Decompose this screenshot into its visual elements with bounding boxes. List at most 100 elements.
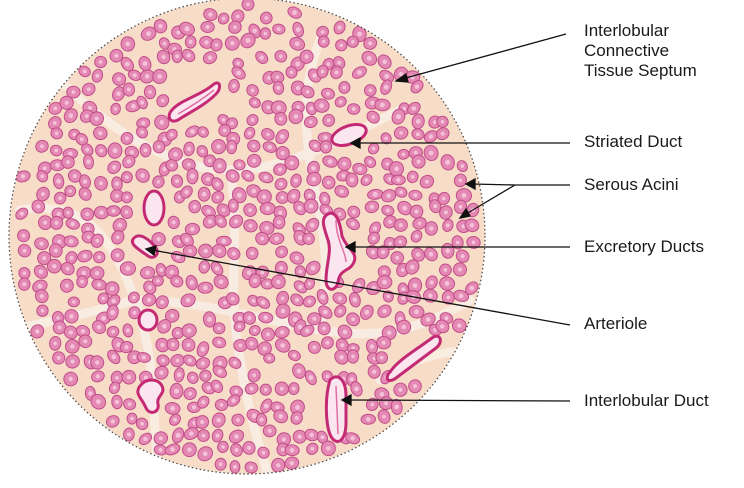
acinus-lumen	[323, 197, 327, 201]
acinus-lumen	[186, 298, 191, 303]
acinus-lumen	[115, 376, 119, 380]
acinus-lumen	[250, 251, 254, 255]
acinus-lumen	[231, 204, 235, 208]
acinus-lumen	[113, 148, 118, 153]
acinus-lumen	[366, 417, 371, 422]
acinus-lumen	[185, 237, 190, 242]
acinus-lumen	[373, 226, 377, 230]
acinus-lumen	[232, 252, 236, 256]
acinus-lumen	[262, 451, 266, 455]
acinus-lumen	[220, 403, 224, 407]
acinus-lumen	[161, 55, 165, 59]
acinus-lumen	[96, 374, 100, 378]
acinus-lumen	[170, 270, 174, 274]
acinus-lumen	[394, 167, 399, 172]
acinus-lumen	[163, 42, 167, 46]
acinus-lumen	[170, 133, 174, 137]
acinus-lumen	[387, 295, 391, 299]
acinus-lumen	[402, 325, 406, 329]
acinus-lumen	[125, 175, 129, 179]
acinus-lumen	[193, 205, 197, 209]
acinus-lumen	[338, 212, 342, 216]
acinus-lumen	[147, 298, 151, 302]
acinus-lumen	[215, 43, 219, 47]
acinus-lumen	[170, 164, 174, 168]
acinus-lumen	[234, 219, 238, 223]
acinus-lumen	[175, 279, 179, 283]
left-round-duct	[144, 191, 164, 225]
acinus-lumen	[236, 71, 241, 76]
acinus-lumen	[175, 179, 179, 183]
acinus-lumen	[171, 343, 175, 347]
acinus-lumen	[125, 137, 129, 141]
acinus-lumen	[429, 280, 433, 284]
acinus-lumen	[470, 286, 475, 291]
acinus-lumen	[56, 316, 60, 320]
acinus-lumen	[312, 317, 316, 321]
acinus-lumen	[203, 451, 208, 456]
acinus-lumen	[173, 152, 178, 157]
acinus-lumen	[206, 386, 210, 390]
acinus-lumen	[350, 436, 355, 441]
acinus-lumen	[72, 300, 76, 304]
acinus-lumen	[416, 252, 420, 256]
acinus-lumen	[71, 359, 75, 363]
acinus-lumen	[309, 120, 313, 124]
acinus-lumen	[338, 309, 342, 313]
acinus-lumen	[264, 175, 269, 180]
acinus-lumen	[309, 204, 313, 208]
acinus-lumen	[280, 343, 285, 348]
acinus-lumen	[188, 392, 192, 396]
acinus-lumen	[208, 12, 212, 16]
acinus-lumen	[184, 190, 188, 194]
acinus-lumen	[341, 174, 345, 178]
acinus-lumen	[143, 148, 147, 152]
acinus-lumen	[99, 149, 103, 153]
acinus-lumen	[310, 447, 314, 451]
acinus-lumen	[116, 92, 121, 97]
acinus-lumen	[188, 249, 192, 253]
acinus-lumen	[251, 118, 255, 122]
acinus-lumen	[264, 32, 268, 36]
acinus-lumen	[160, 120, 165, 125]
acinus-lumen	[326, 375, 330, 379]
acinus-lumen	[217, 164, 222, 169]
acinus-lumen	[253, 101, 257, 105]
label-excretory-ducts: Excretory Ducts	[584, 237, 704, 257]
acinus-lumen	[396, 178, 400, 182]
acinus-lumen	[324, 145, 328, 149]
acinus-lumen	[274, 236, 279, 241]
acinus-lumen	[386, 209, 390, 213]
acinus-lumen	[35, 329, 39, 333]
acinus-lumen	[86, 160, 91, 165]
acinus-lumen	[282, 437, 286, 441]
acinus-lumen	[459, 205, 463, 209]
acinus-lumen	[252, 29, 257, 34]
acinus-lumen	[372, 370, 376, 374]
acinus-lumen	[433, 204, 437, 208]
acinus-lumen	[278, 211, 282, 215]
acinus-lumen	[99, 210, 104, 215]
acinus-lumen	[323, 135, 328, 140]
acinus-lumen	[459, 179, 463, 183]
acinus-lumen	[321, 70, 325, 74]
acinus-lumen	[364, 310, 369, 315]
acinus-lumen	[261, 300, 266, 305]
acinus-lumen	[295, 298, 299, 302]
acinus-lumen	[157, 145, 161, 149]
acinus-lumen	[380, 356, 384, 360]
acinus-lumen	[133, 311, 137, 315]
acinus-lumen	[200, 149, 204, 153]
acinus-lumen	[418, 222, 422, 226]
acinus-lumen	[386, 162, 390, 166]
acinus-lumen	[86, 227, 90, 231]
acinus-lumen	[371, 250, 376, 255]
acinus-lumen	[20, 212, 24, 216]
acinus-lumen	[201, 361, 205, 365]
acinus-lumen	[426, 317, 431, 322]
acinus-lumen	[373, 192, 378, 197]
acinus-lumen	[402, 206, 407, 211]
acinus-lumen	[249, 224, 253, 228]
acinus-lumen	[236, 418, 240, 422]
acinus-lumen	[312, 177, 317, 182]
